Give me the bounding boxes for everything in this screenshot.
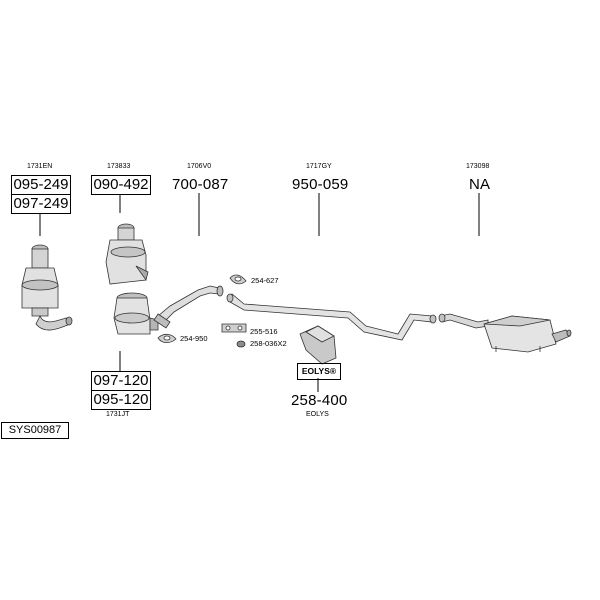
part-number-090-492[interactable]: 090-492 (91, 175, 151, 195)
part-number-255-516[interactable]: 255-516 (250, 327, 278, 336)
part-number-095-120[interactable]: 095-120 (91, 390, 151, 410)
gasket-254-950 (157, 333, 177, 344)
catalytic-converter-1731en (21, 244, 73, 331)
part-number-950-059[interactable]: 950-059 (292, 176, 349, 193)
part-number-097-120[interactable]: 097-120 (91, 371, 151, 391)
ref-1717gy: 1717GY (306, 163, 332, 170)
part-number-258-036x2[interactable]: 258-036X2 (250, 339, 287, 348)
diagram-id: SYS00987 (1, 422, 69, 439)
particulate-filter-1731jt (113, 292, 159, 335)
ref-1731en: 1731EN (27, 163, 53, 170)
part-number-254-950[interactable]: 254-950 (180, 334, 208, 343)
particulate-filter-173833 (105, 223, 149, 285)
ref-173098: 173098 (466, 163, 490, 170)
ref-1731jt: 1731JT (106, 411, 130, 418)
front-pipe-1706v0 (153, 285, 224, 329)
part-number-254-627[interactable]: 254-627 (251, 276, 279, 285)
intermediate-pipe-1717gy (226, 293, 437, 341)
ref-1706v0: 1706V0 (187, 163, 212, 170)
rubber-mount-258-036x2 (236, 340, 246, 348)
part-number-258-400[interactable]: 258-400 (291, 392, 348, 409)
part-number-095-249[interactable]: 095-249 (11, 175, 71, 195)
ref-173833: 173833 (107, 163, 131, 170)
additive-tank-eolys (299, 325, 337, 365)
part-number-700-087[interactable]: 700-087 (172, 176, 229, 193)
clamp-255-516 (221, 323, 247, 333)
gasket-254-627 (229, 274, 247, 285)
rear-silencer-173098 (438, 313, 572, 353)
part-number-097-249[interactable]: 097-249 (11, 194, 71, 214)
eolys-brand-mark: EOLYS® (297, 363, 341, 380)
ref-eolys: EOLYS (306, 411, 329, 418)
part-number-na[interactable]: NA (469, 176, 491, 193)
